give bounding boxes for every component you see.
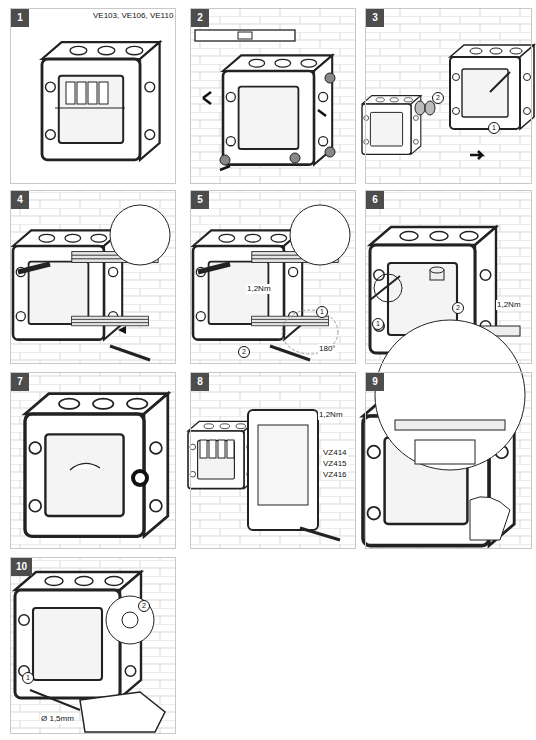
step-number: 2 [191, 9, 209, 27]
label-text: 1,2Nm [318, 410, 344, 420]
callout-number: 2 [238, 346, 250, 358]
step-panel: 6 [365, 190, 532, 364]
step-number: 4 [11, 191, 29, 209]
label-text: VZ414 [322, 448, 348, 458]
step-panel: 2 [190, 8, 356, 184]
label-text: VZ416 [322, 470, 348, 480]
step-panel: 1 [10, 8, 176, 184]
label-text: 1,2Nm [496, 300, 522, 310]
step-number: 1 [11, 9, 29, 27]
step-number: 8 [191, 373, 209, 391]
label-text: 1,2Nm [246, 284, 272, 294]
callout-number: 2 [138, 600, 150, 612]
step-number: 7 [11, 373, 29, 391]
label-text: Ø 1,5mm [40, 714, 75, 724]
callout-number: 1 [22, 672, 34, 684]
callout-number: 1 [372, 318, 384, 330]
callout-number: 1 [316, 306, 328, 318]
step-number: 3 [366, 9, 384, 27]
label-text: VE103, VE106, VE110 [92, 11, 174, 21]
label-text: 180° [318, 344, 337, 354]
step-panel: 7 [10, 372, 176, 549]
step-panel: 5 [190, 190, 356, 364]
step-panel: 9 [365, 372, 532, 549]
step-panel: 4 [10, 190, 176, 364]
step-number: 9 [366, 373, 384, 391]
step-number: 5 [191, 191, 209, 209]
step-number: 10 [11, 558, 32, 576]
callout-number: 2 [432, 92, 444, 104]
step-number: 6 [366, 191, 384, 209]
callout-number: 1 [488, 122, 500, 134]
label-text: VZ415 [322, 459, 348, 469]
callout-number: 2 [452, 302, 464, 314]
step-panel: 3 [365, 8, 532, 184]
step-panel: 10 [10, 557, 176, 734]
